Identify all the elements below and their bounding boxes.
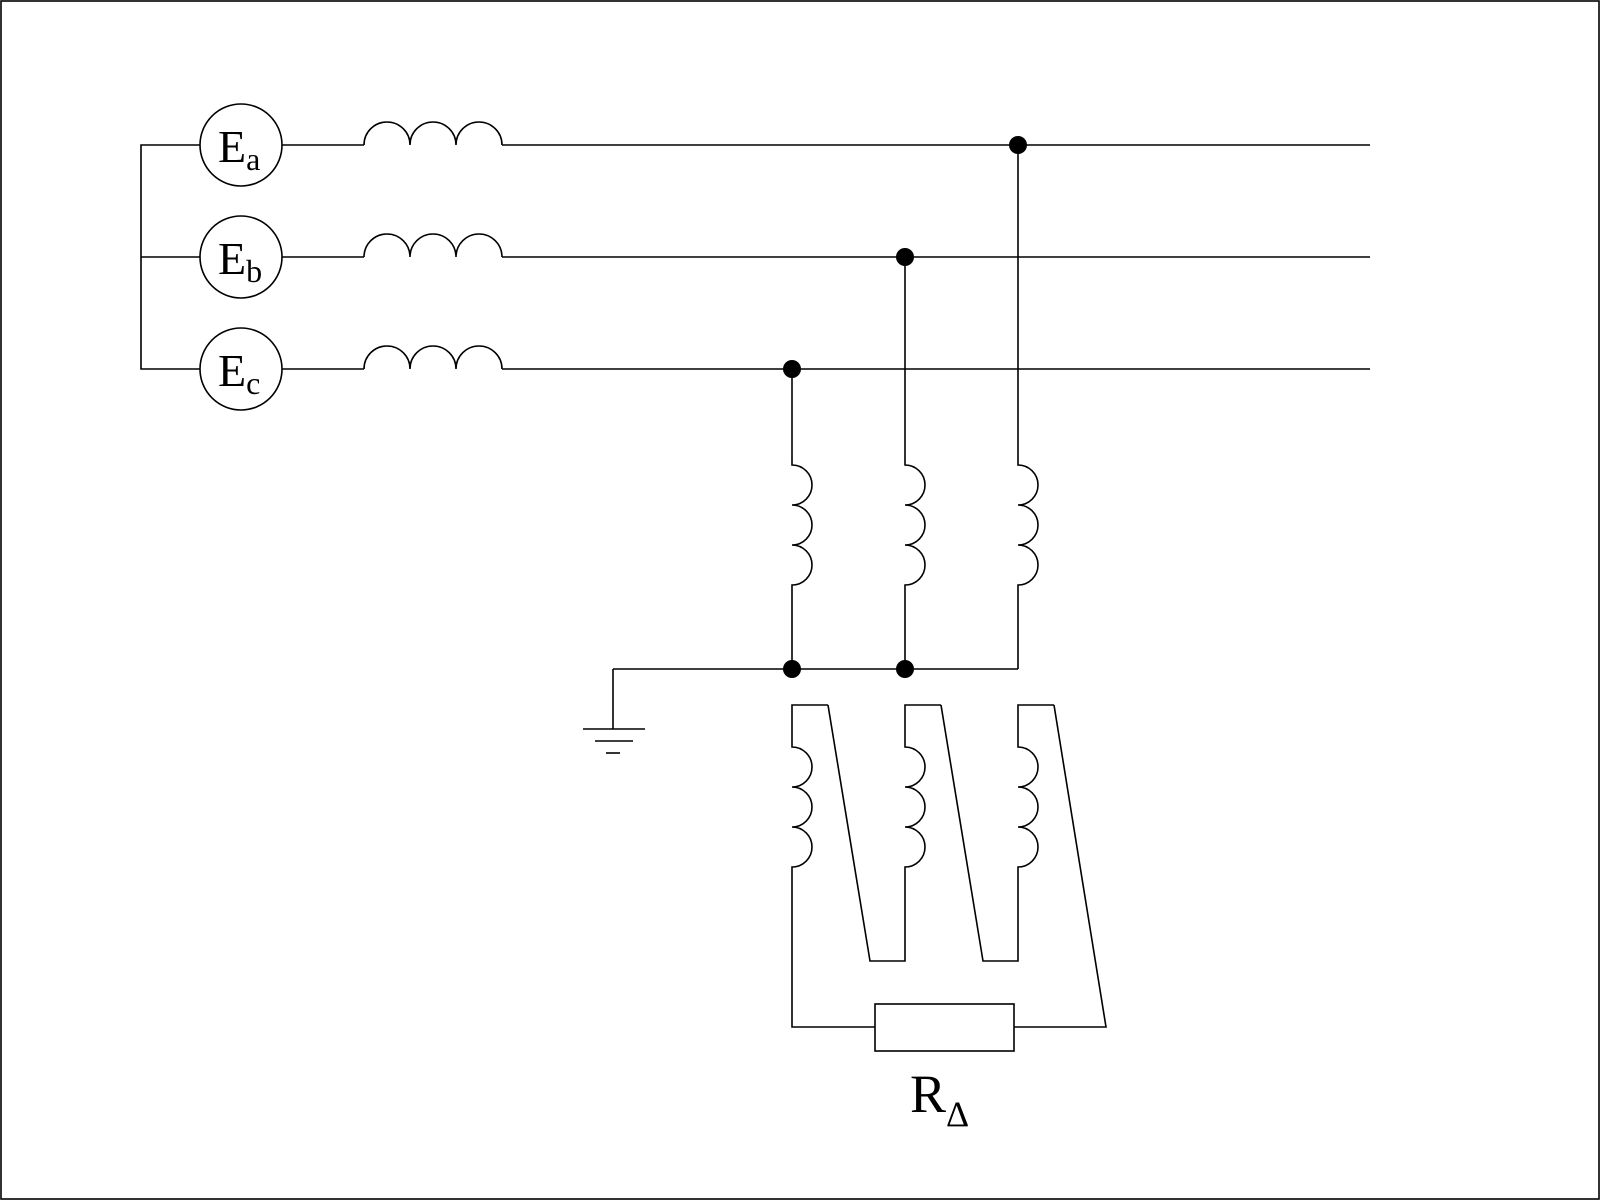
source-eb-sub: b bbox=[246, 253, 262, 289]
resistor-r-delta bbox=[874, 1003, 1015, 1052]
secondary-winding-1 bbox=[791, 704, 875, 1028]
phase-a-line bbox=[282, 121, 1370, 146]
delta-closing-lead bbox=[1014, 704, 1107, 1028]
source-ec-sub: c bbox=[246, 365, 260, 401]
secondary-winding-2 bbox=[827, 704, 941, 962]
phase-c-line bbox=[282, 345, 1370, 370]
line-inductor-a bbox=[363, 121, 503, 146]
resistor-label: RΔ bbox=[910, 1064, 969, 1134]
secondary-winding-3 bbox=[940, 704, 1054, 962]
line-inductor-b bbox=[363, 233, 503, 258]
primary-winding-1 bbox=[791, 455, 813, 669]
source-ec: Ec bbox=[199, 327, 283, 411]
source-ea-sub: a bbox=[246, 141, 260, 177]
ground-symbol bbox=[583, 728, 645, 754]
source-eb: Eb bbox=[199, 215, 283, 299]
primary-winding-3 bbox=[1017, 455, 1039, 669]
svg-text:Eb: Eb bbox=[218, 233, 262, 289]
junction-dot bbox=[1009, 136, 1027, 154]
line-inductor-c bbox=[363, 345, 503, 370]
svg-text:Ea: Ea bbox=[218, 121, 260, 177]
resistor-label-sub: Δ bbox=[946, 1094, 969, 1134]
junction-dot bbox=[783, 660, 801, 678]
source-ec-base: E bbox=[218, 345, 246, 396]
source-ea: Ea bbox=[199, 103, 283, 187]
resistor-label-base: R bbox=[910, 1064, 946, 1124]
junction-dot bbox=[896, 660, 914, 678]
junction-dot bbox=[783, 360, 801, 378]
phase-b-line bbox=[282, 233, 1370, 258]
source-neutral-bus bbox=[140, 144, 200, 370]
primary-winding-2 bbox=[904, 455, 926, 669]
junction-dot bbox=[896, 248, 914, 266]
svg-text:Ec: Ec bbox=[218, 345, 260, 401]
source-eb-base: E bbox=[218, 233, 246, 284]
source-ea-base: E bbox=[218, 121, 246, 172]
